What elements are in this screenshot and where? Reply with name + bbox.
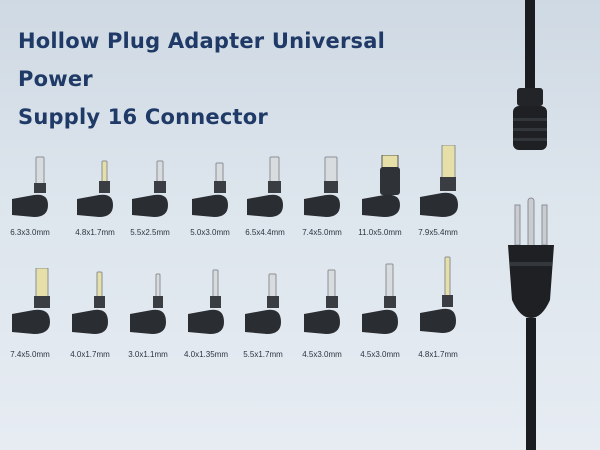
- connector-6.5x4.4mm-icon: [247, 156, 283, 217]
- connector-size-label: 5.0x3.0mm: [190, 228, 230, 237]
- connector-size-label: 5.5x1.7mm: [243, 350, 283, 359]
- connector-size-label: 5.5x2.5mm: [130, 228, 170, 237]
- connector-4.5x3.0mm: 4.5x3.0mm: [302, 268, 342, 363]
- connector-7.4x5.0mm: 7.4x5.0mm: [302, 155, 342, 245]
- connector-5.5x2.5mm-icon: [132, 160, 168, 217]
- connector-6.3x3.0mm-icon: [12, 156, 48, 217]
- product-title: Hollow Plug Adapter Universal Power Supp…: [18, 22, 438, 136]
- connector-11.0x5.0mm-icon: [362, 155, 400, 217]
- connector-7.4x5.0mm-b: 7.4x5.0mm: [10, 268, 54, 363]
- connector-size-label: 4.5x3.0mm: [360, 350, 400, 359]
- connector-size-label: 7.4x5.0mm: [10, 350, 50, 359]
- connector-4.8x1.7mm-icon: [77, 160, 113, 217]
- connector-size-label: 4.0x1.35mm: [183, 350, 229, 359]
- connector-7.9x5.4mm-icon: [420, 145, 458, 217]
- power-cord-icon: [508, 0, 554, 450]
- connector-4.0x1.7mm: 4.0x1.7mm: [70, 268, 110, 363]
- connector-6.5x4.4mm: 6.5x4.4mm: [245, 155, 285, 245]
- connector-4.0x1.35mm: 4.0x1.35mm: [184, 268, 228, 363]
- connector-size-label: 4.5x3.0mm: [302, 350, 342, 359]
- connector-4.5x3.0mm-icon: [304, 269, 340, 334]
- connector-4.8x1.7mm-b-icon: [420, 256, 456, 333]
- connector-size-label: 4.0x1.7mm: [70, 350, 110, 359]
- connector-11.0x5.0mm: 11.0x5.0mm: [358, 155, 404, 245]
- connector-7.4x5.0mm-b-icon: [12, 268, 50, 334]
- connector-5.5x1.7mm-icon: [245, 273, 281, 334]
- title-line-1: Hollow Plug Adapter Universal Power: [18, 29, 386, 91]
- connector-3.0x1.1mm: 3.0x1.1mm: [128, 268, 168, 363]
- connector-5.5x2.5mm: 5.5x2.5mm: [130, 155, 170, 245]
- connector-3.0x1.1mm-icon: [130, 273, 166, 334]
- connector-size-label: 4.8x1.7mm: [418, 350, 458, 359]
- connector-5.0x3.0mm: 5.0x3.0mm: [190, 155, 230, 245]
- connector-size-label: 4.8x1.7mm: [75, 228, 115, 237]
- connector-4.8x1.7mm: 4.8x1.7mm: [75, 155, 115, 245]
- connector-6.3x3.0mm: 6.3x3.0mm: [10, 155, 50, 245]
- connector-5.0x3.0mm-icon: [192, 162, 228, 217]
- connector-size-label: 7.4x5.0mm: [302, 228, 342, 237]
- connector-size-label: 6.5x4.4mm: [245, 228, 285, 237]
- connector-size-label: 7.9x5.4mm: [418, 228, 458, 237]
- title-line-2: Supply 16 Connector: [18, 105, 268, 129]
- connector-size-label: 6.3x3.0mm: [10, 228, 50, 237]
- connector-4.0x1.7mm-icon: [72, 271, 108, 334]
- connector-5.5x1.7mm: 5.5x1.7mm: [243, 268, 283, 363]
- connector-4.0x1.35mm-icon: [188, 269, 224, 334]
- connector-size-label: 11.0x5.0mm: [358, 228, 402, 237]
- connector-7.9x5.4mm: 7.9x5.4mm: [418, 145, 462, 245]
- connector-4.5x3.0mm-b-icon: [362, 263, 398, 334]
- connector-size-label: 3.0x1.1mm: [128, 350, 168, 359]
- connector-7.4x5.0mm-icon: [304, 156, 340, 217]
- connector-4.8x1.7mm-b: 4.8x1.7mm: [418, 255, 458, 363]
- connector-4.5x3.0mm-b: 4.5x3.0mm: [360, 262, 400, 363]
